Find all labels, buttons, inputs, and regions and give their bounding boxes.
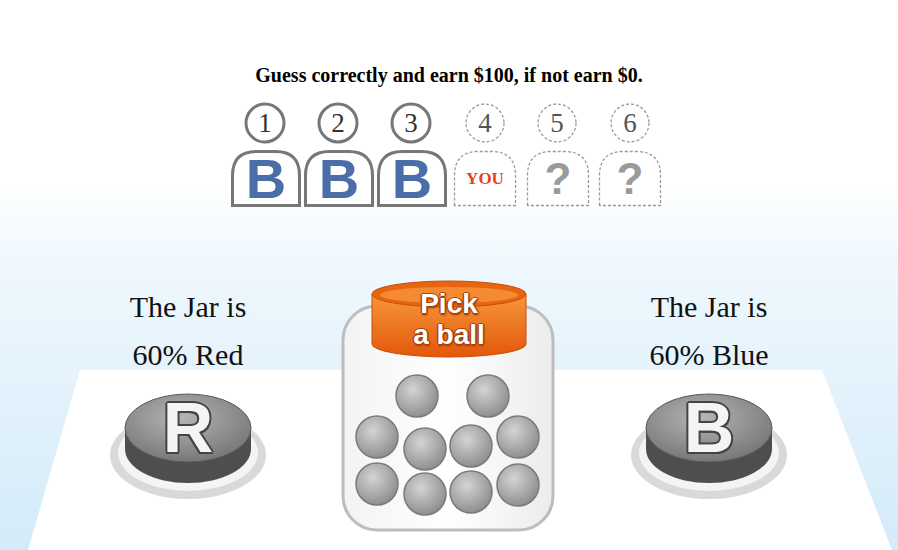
player-number: 6: [609, 102, 651, 144]
button-caption: The Jar is 60% Red: [108, 283, 268, 379]
player-number-text: 2: [331, 108, 345, 138]
head-outline: [466, 104, 504, 142]
title-area: Guess correctly and earn $100, if not ea…: [0, 64, 898, 87]
player-number-text: 5: [550, 108, 564, 138]
player-choice: B: [304, 150, 374, 207]
body-outline: [379, 152, 446, 206]
balls: [356, 375, 539, 515]
ball: [497, 416, 539, 458]
player-choice: ?: [598, 150, 662, 207]
button-top: [125, 394, 251, 462]
ball: [450, 425, 492, 467]
player-number-text: 4: [478, 108, 492, 138]
head-outline: [538, 104, 576, 142]
unknown-choice: ?: [545, 154, 572, 204]
player-number-text: 1: [258, 108, 272, 138]
jar-lid-label: Pick a ball: [411, 288, 487, 350]
head-outline: [319, 104, 357, 142]
player-number: 3: [390, 102, 432, 144]
body-outline: [600, 152, 661, 206]
ball: [356, 416, 398, 458]
body-outline: [528, 152, 589, 206]
button-letter: R: [163, 393, 214, 463]
head-outline: [246, 104, 284, 142]
button-caption: The Jar is 60% Blue: [629, 283, 789, 379]
unknown-choice: ?: [617, 154, 644, 204]
player-choice: ?: [526, 150, 590, 207]
button-top: [646, 394, 772, 462]
player-choice: B: [231, 150, 301, 207]
body-outline: [233, 152, 300, 206]
ball: [356, 463, 398, 505]
you-marker: YOU: [466, 169, 504, 189]
player-number: 2: [317, 102, 359, 144]
body-outline: [306, 152, 373, 206]
choice-letter: B: [246, 154, 286, 204]
head-outline: [611, 104, 649, 142]
jar-lid: Pick a ball: [370, 279, 528, 359]
choice-letter: B: [392, 154, 432, 204]
player-number: 5: [536, 102, 578, 144]
ball: [467, 375, 509, 417]
ball: [404, 428, 446, 470]
button-letter: B: [684, 393, 735, 463]
ball: [450, 471, 492, 513]
player-choice: YOU: [453, 150, 517, 207]
answer-button: The Jar is 60% BlueB: [609, 283, 809, 515]
player-number: 1: [244, 102, 286, 144]
player-number-text: 6: [623, 108, 637, 138]
answer-button: The Jar is 60% RedR: [88, 283, 288, 515]
ball: [404, 473, 446, 515]
player-number: 4: [464, 102, 506, 144]
ball: [396, 375, 438, 417]
title: Guess correctly and earn $100, if not ea…: [255, 64, 642, 87]
player-choice: B: [377, 150, 447, 207]
head-outline: [392, 104, 430, 142]
choice-letter: B: [319, 154, 359, 204]
body-outline: [455, 152, 516, 206]
ball: [497, 464, 539, 506]
player-number-text: 3: [404, 108, 418, 138]
